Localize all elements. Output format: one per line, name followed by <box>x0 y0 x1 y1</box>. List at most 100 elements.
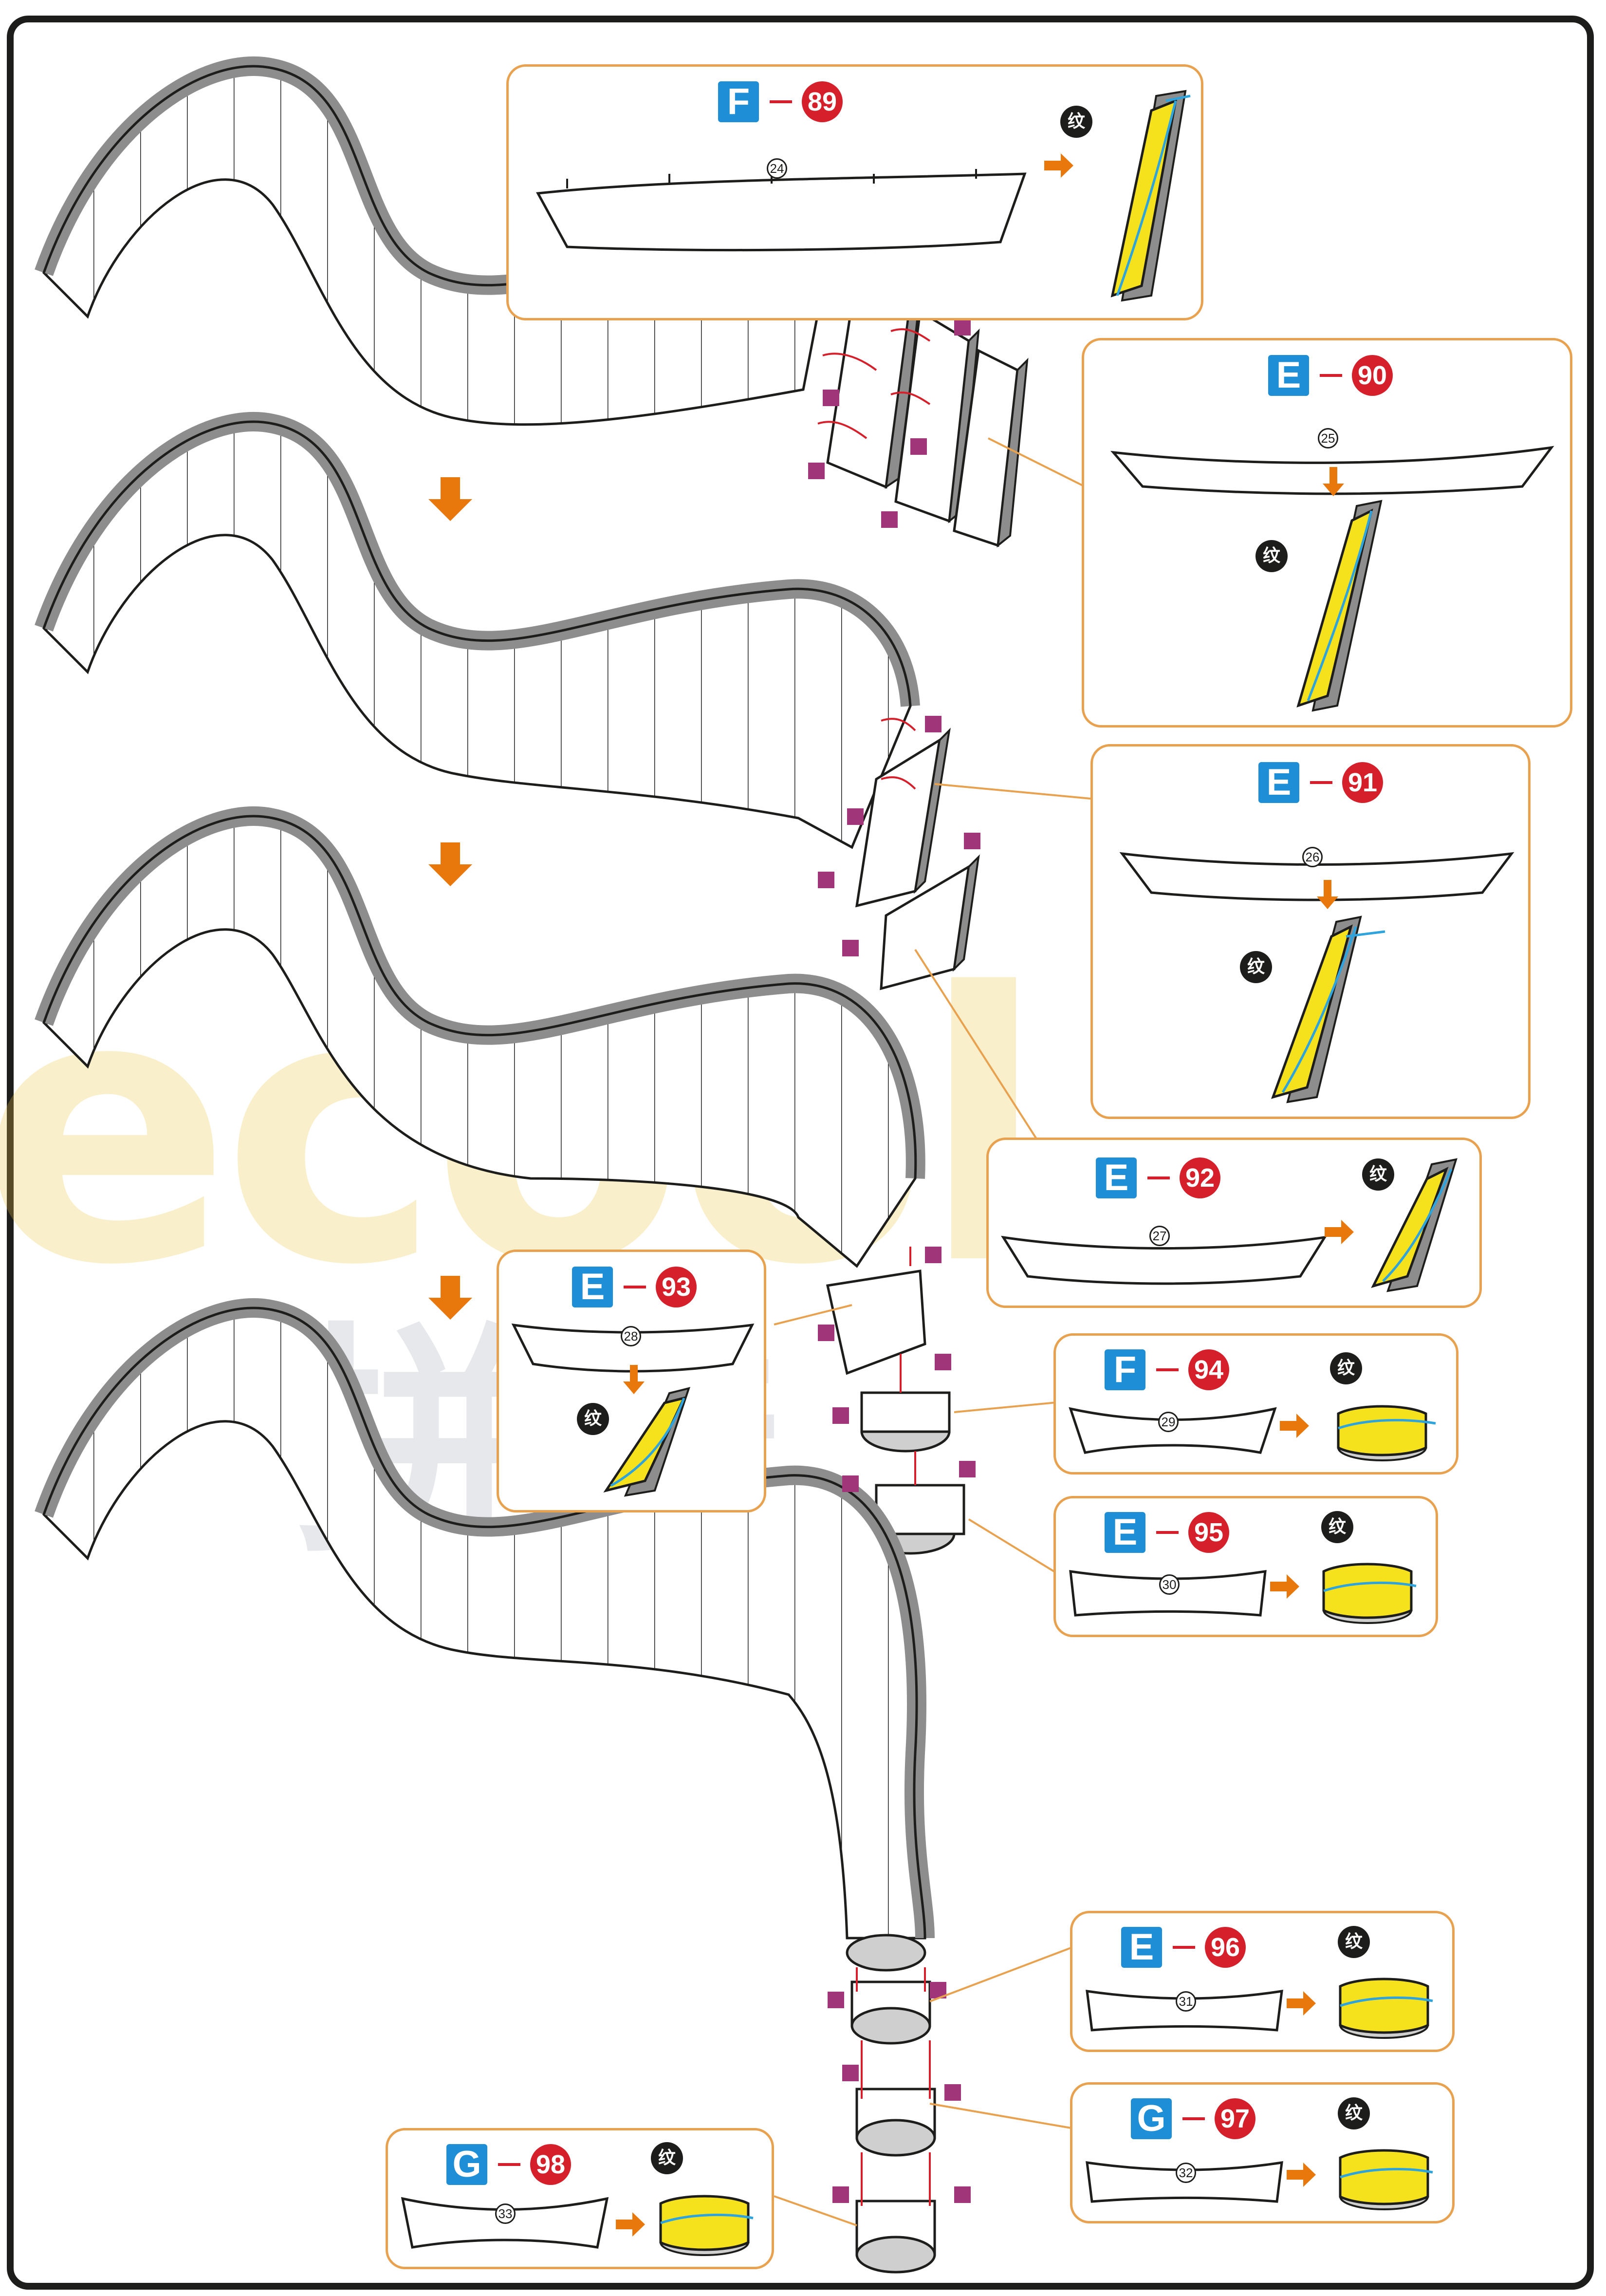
label-dash <box>498 2163 520 2166</box>
callout-part-91: E 91 26 纹 <box>1090 744 1531 1119</box>
sheet-badge: G <box>446 2144 487 2185</box>
textured-piece <box>1271 915 1385 1103</box>
flat-piece <box>536 169 1027 252</box>
part-label: E 96 <box>1121 1927 1246 1968</box>
part-number: 98 <box>530 2144 571 2185</box>
right-arrow-icon <box>1325 1220 1354 1244</box>
glue-marker-icon <box>944 2084 961 2101</box>
glue-marker-icon <box>925 716 941 732</box>
right-arrow-icon <box>616 2212 645 2237</box>
label-dash <box>1147 1176 1170 1179</box>
callout-part-94: F 94 29 纹 <box>1053 1333 1458 1475</box>
glue-marker-icon <box>954 319 971 336</box>
part-number: 95 <box>1188 1512 1229 1553</box>
label-dash <box>770 100 792 103</box>
part-label: E 92 <box>1096 1157 1220 1198</box>
texture-badge-icon: 纹 <box>1060 106 1092 138</box>
glue-marker-icon <box>935 1354 951 1370</box>
part-number: 92 <box>1180 1157 1220 1198</box>
piece-number: 33 <box>495 2203 516 2224</box>
right-arrow-icon <box>1280 1414 1309 1438</box>
sheet-badge: E <box>1105 1512 1145 1553</box>
textured-piece <box>659 2195 754 2256</box>
callout-part-95: E 95 30 纹 <box>1053 1496 1438 1637</box>
textured-piece <box>1339 2149 1433 2210</box>
label-dash <box>1182 2117 1205 2120</box>
textured-piece <box>1296 500 1383 712</box>
callout-part-98: G 98 33 纹 <box>386 2128 774 2269</box>
down-arrow-icon <box>1323 467 1344 496</box>
piece-number: 32 <box>1176 2163 1196 2183</box>
glue-marker-icon <box>828 1992 844 2008</box>
glue-marker-icon <box>881 511 898 528</box>
texture-badge-icon: 纹 <box>1330 1352 1362 1384</box>
glue-marker-icon <box>842 2065 859 2081</box>
texture-badge-icon: 纹 <box>1338 2097 1370 2129</box>
flat-piece <box>1119 852 1514 901</box>
glue-marker-icon <box>847 808 864 825</box>
part-label: G 97 <box>1131 2098 1255 2139</box>
piece-number: 26 <box>1302 847 1323 867</box>
textured-piece <box>1371 1158 1458 1292</box>
glue-marker-icon <box>954 2186 971 2203</box>
down-arrow-icon <box>428 1276 472 1320</box>
label-dash <box>1156 1368 1179 1371</box>
glue-marker-icon <box>925 1247 941 1263</box>
part-number: 94 <box>1188 1349 1229 1390</box>
right-arrow-icon <box>1044 153 1073 178</box>
sheet-badge: E <box>1258 762 1299 803</box>
piece-number: 24 <box>767 158 787 179</box>
textured-piece <box>1110 90 1191 302</box>
texture-badge-icon: 纹 <box>1321 1511 1353 1543</box>
glue-marker-icon <box>832 2186 849 2203</box>
glue-marker-icon <box>910 438 927 455</box>
glue-marker-icon <box>823 390 839 406</box>
sheet-badge: E <box>572 1267 613 1307</box>
texture-badge-icon: 纹 <box>577 1403 609 1435</box>
down-arrow-icon <box>428 842 472 886</box>
callout-part-97: G 97 32 纹 <box>1070 2082 1455 2223</box>
glue-marker-icon <box>808 463 825 479</box>
piece-number: 25 <box>1318 428 1338 448</box>
stage-2-body <box>35 412 980 990</box>
glue-marker-icon <box>842 940 859 956</box>
glue-marker-icon <box>818 1325 834 1341</box>
label-dash <box>1320 374 1342 377</box>
callout-part-93: E 93 28 纹 <box>497 1250 766 1512</box>
part-number: 91 <box>1342 762 1383 803</box>
part-number: 90 <box>1352 355 1393 396</box>
sheet-badge: G <box>1131 2098 1172 2139</box>
glue-marker-icon <box>959 1461 976 1477</box>
part-label: E 95 <box>1105 1512 1229 1553</box>
textured-piece <box>1337 1405 1436 1461</box>
flat-piece <box>511 1323 755 1373</box>
label-dash <box>1310 781 1332 784</box>
part-label: F 94 <box>1105 1349 1229 1390</box>
piece-number: 28 <box>621 1326 641 1346</box>
part-label: E 90 <box>1268 355 1393 396</box>
page-frame <box>7 16 1594 2290</box>
piece-number: 30 <box>1159 1574 1180 1595</box>
sheet-badge: F <box>1105 1349 1145 1390</box>
piece-number: 31 <box>1176 1991 1196 2012</box>
stage-4-body <box>35 1298 936 2274</box>
down-arrow-icon <box>1317 880 1338 909</box>
sheet-badge: E <box>1096 1157 1137 1198</box>
right-arrow-icon <box>1287 2163 1316 2187</box>
piece-number: 29 <box>1158 1412 1179 1432</box>
callout-part-92: E 92 27 纹 <box>986 1138 1482 1308</box>
right-arrow-icon <box>1270 1574 1299 1599</box>
texture-badge-icon: 纹 <box>1255 540 1288 572</box>
texture-badge-icon: 纹 <box>1338 1926 1370 1958</box>
sheet-badge: F <box>718 81 759 122</box>
down-arrow-icon <box>428 477 472 521</box>
textured-piece <box>1339 1978 1433 2039</box>
callout-part-90: E 90 25 纹 <box>1082 338 1572 728</box>
textured-piece <box>603 1387 691 1497</box>
piece-number: 27 <box>1149 1226 1170 1246</box>
glue-marker-icon <box>832 1407 849 1424</box>
right-arrow-icon <box>1287 1991 1316 2016</box>
label-dash <box>624 1286 646 1288</box>
part-label: G 98 <box>446 2144 571 2185</box>
